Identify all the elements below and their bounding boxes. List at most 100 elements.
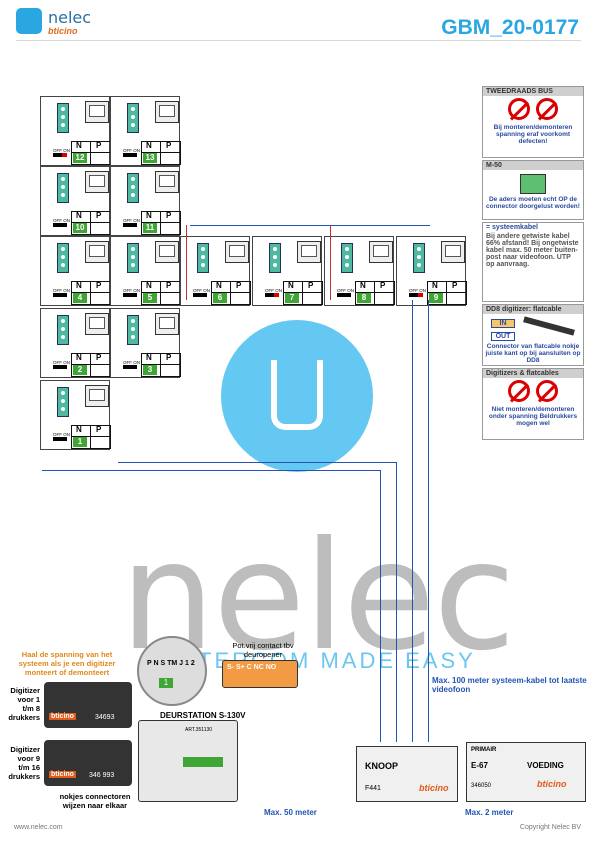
panel-number: 2	[73, 365, 87, 375]
no-flatcable-icon	[508, 380, 530, 402]
bus-wire	[380, 470, 381, 742]
terminal-connector	[269, 243, 281, 273]
voeding-code-a: E-67	[471, 761, 488, 770]
max50-label: Max. 50 meter	[264, 808, 317, 817]
offon-switch	[337, 293, 351, 297]
offon-label: OFF ON	[53, 288, 70, 293]
p-label: P	[96, 353, 102, 362]
bus-wire	[412, 300, 413, 742]
terminal-connector	[413, 243, 425, 273]
n-label: N	[76, 353, 82, 362]
terminal-connector	[57, 315, 69, 345]
monitor-icon	[225, 241, 249, 263]
offon-switch	[53, 365, 67, 369]
digitizer-code: 346 993	[89, 772, 115, 779]
note-digitizers: Digitizers & flatcables Niet monteren/de…	[482, 368, 584, 440]
note-tweedraads: TWEEDRAADS BUS Bij monteren/demonteren s…	[482, 86, 584, 158]
terminal-connector	[57, 387, 69, 417]
offon-switch	[193, 293, 207, 297]
deurstation-terminal	[183, 757, 223, 767]
note-dd8: DD8 digitizer: flatcable IN OUT Connecto…	[482, 304, 584, 366]
deurstation: ART.351130	[138, 720, 238, 802]
note-title: = systeemkabel	[483, 223, 583, 232]
note-text: De aders moeten echt OP de connector doo…	[486, 196, 580, 210]
max2-label: Max. 2 meter	[465, 808, 514, 817]
p-label: P	[166, 353, 172, 362]
voeding-module: PRIMAIR E-67 VOEDING 346050 bticino	[466, 742, 586, 802]
flatcable-icon	[523, 316, 575, 336]
offon-switch	[409, 293, 423, 297]
n-label: N	[76, 425, 82, 434]
panel-number: 9	[429, 293, 443, 303]
voeding-title: VOEDING	[527, 761, 564, 770]
doc-code: GBM_20-0177	[441, 16, 579, 39]
terminal-connector	[127, 243, 139, 273]
offon-switch	[53, 153, 67, 157]
digitizer-brand: bticino	[49, 771, 76, 778]
offon-label: OFF ON	[53, 432, 70, 437]
panel-number: 11	[143, 223, 157, 233]
panel-number: 10	[73, 223, 87, 233]
offon-label: OFF ON	[123, 360, 140, 365]
p-label: P	[96, 281, 102, 290]
digitizer2-label: Digitizer voor 9 t/m 16 drukkers	[8, 745, 40, 781]
offon-label: OFF ON	[409, 288, 426, 293]
offon-label: OFF ON	[123, 218, 140, 223]
panel-number: 3	[143, 365, 157, 375]
n-label: N	[288, 281, 294, 290]
note-title: Digitizers & flatcables	[483, 369, 583, 378]
note-text: Niet monteren/demonteren onder spanning …	[488, 406, 578, 427]
connector-detail: P N S TM J 1 2 1	[137, 636, 207, 706]
potvrij-title: Pot.vrij contact tbv deuropener	[232, 641, 294, 659]
max100-label: Max. 100 meter systeem-kabel tot laatste…	[432, 676, 587, 694]
bus-wire	[118, 462, 396, 463]
connector-icon	[520, 174, 546, 194]
note-systeemkabel: = systeemkabel Bij andere getwiste kabel…	[482, 222, 584, 302]
digitizer-2: bticino 346 993	[44, 740, 132, 786]
potvrij-terms: S- S+ C NC NO	[227, 664, 277, 671]
monitor-icon	[441, 241, 465, 263]
pin-number: 1	[159, 678, 173, 688]
n-label: N	[146, 141, 152, 150]
monitor-icon	[85, 171, 109, 193]
offon-switch	[53, 223, 67, 227]
p-label: P	[236, 281, 242, 290]
monitor-icon	[297, 241, 321, 263]
footer-url: www.nelec.com	[14, 824, 63, 831]
n-label: N	[216, 281, 222, 290]
monitor-icon	[155, 313, 179, 335]
panel-number: 4	[73, 293, 87, 303]
monitor-icon	[369, 241, 393, 263]
p-label: P	[452, 281, 458, 290]
p-label: P	[166, 211, 172, 220]
offon-switch	[123, 153, 137, 157]
note-text: Connector van flatcable nokje juiste kan…	[485, 343, 581, 364]
deurstation-title: DEURSTATION S-130V	[160, 711, 246, 720]
deurstation-code: ART.351130	[185, 727, 213, 733]
brand-logo	[16, 8, 42, 34]
pin-labels: P N S TM J 1 2	[147, 660, 195, 667]
voeding-code-b: 346050	[471, 783, 492, 789]
offon-label: OFF ON	[193, 288, 210, 293]
p-label: P	[96, 141, 102, 150]
panel-number: 5	[143, 293, 157, 303]
header-rule	[16, 40, 581, 41]
offon-label: OFF ON	[123, 148, 140, 153]
digitizer-code: 34693	[95, 714, 115, 721]
voeding-primair: PRIMAIR	[471, 747, 497, 753]
p-label: P	[380, 281, 386, 290]
